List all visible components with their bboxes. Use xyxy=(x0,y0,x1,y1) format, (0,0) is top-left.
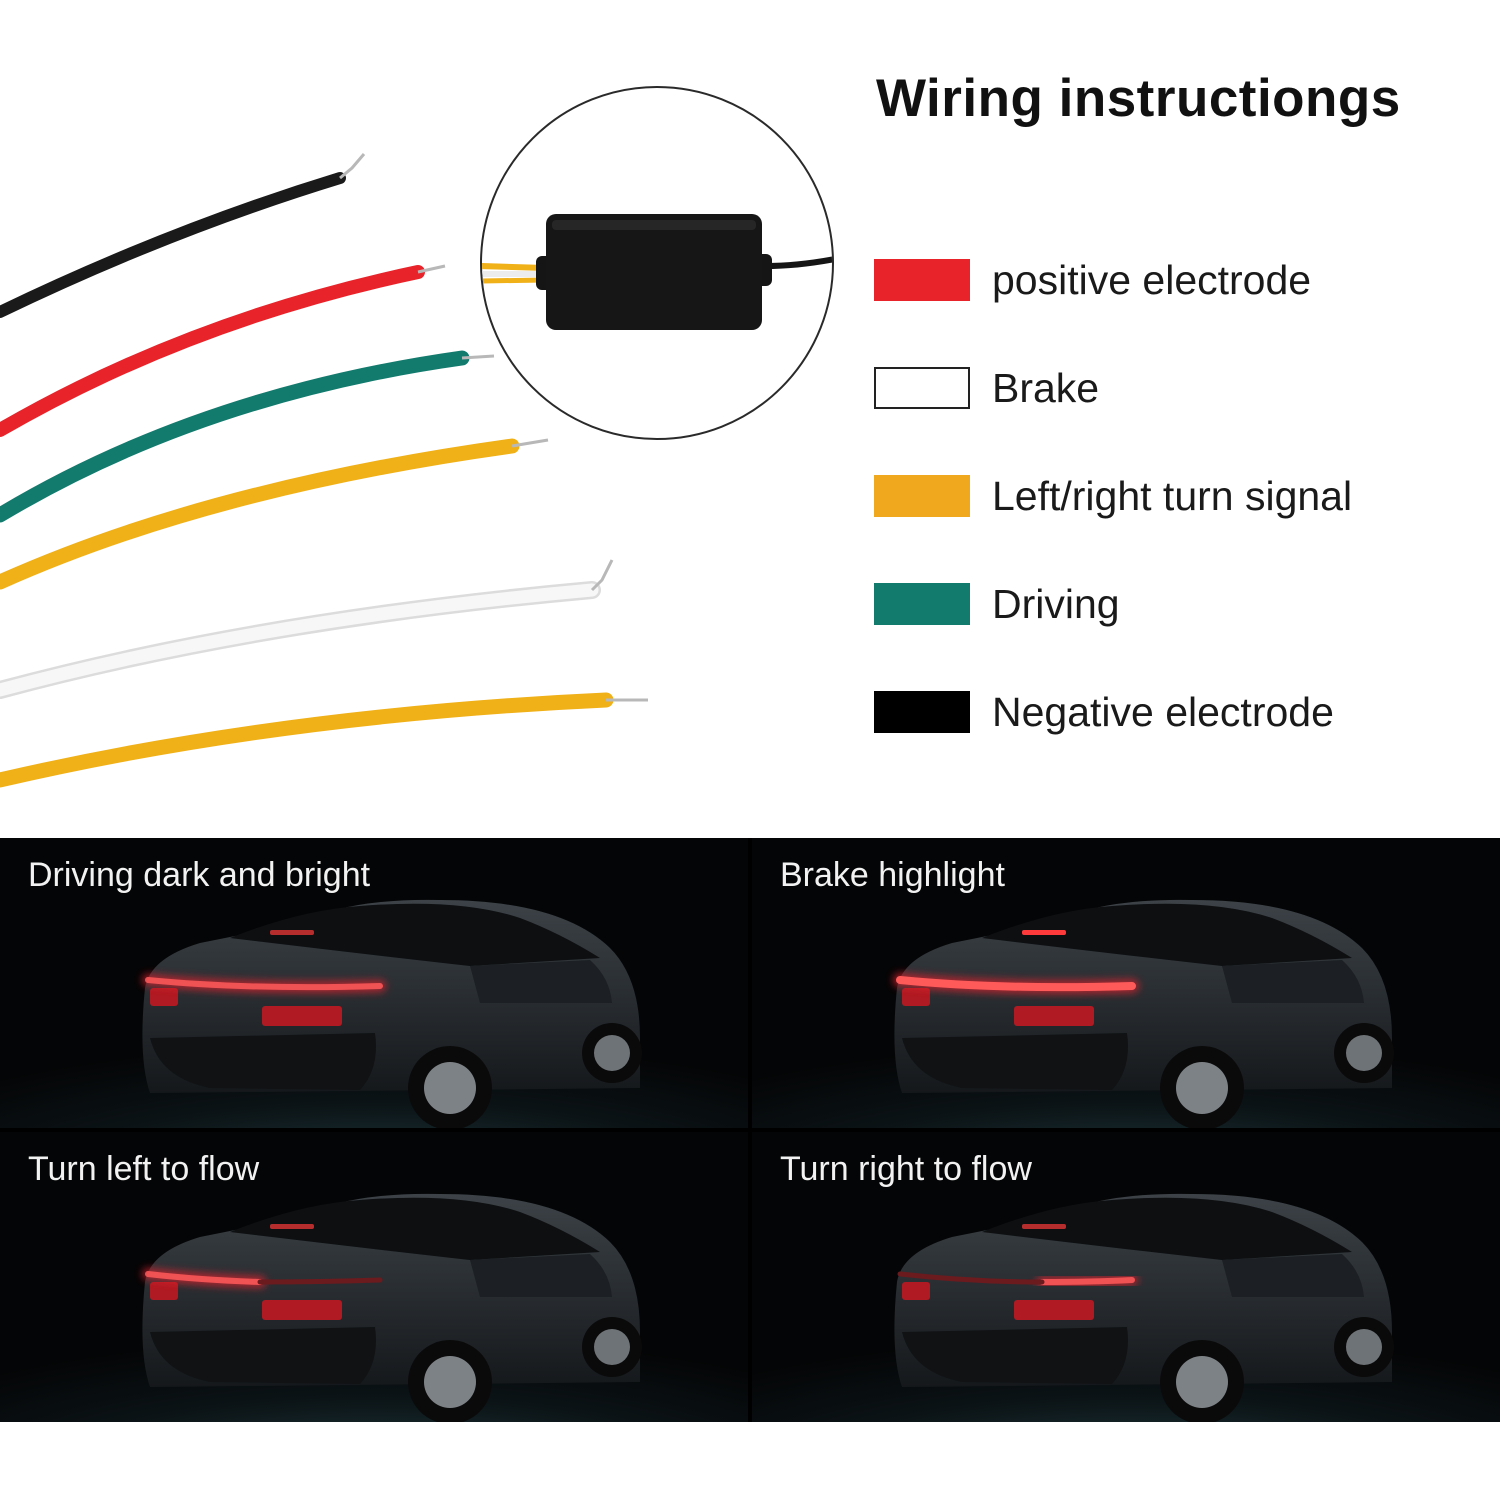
car-image xyxy=(0,1132,748,1422)
legend-swatch-white xyxy=(874,367,970,409)
legend-label: Brake xyxy=(992,364,1100,411)
car-image xyxy=(752,1132,1500,1422)
legend-swatch-yellow xyxy=(874,475,970,517)
panel-brake: Brake highlight xyxy=(752,838,1500,1128)
footer-space xyxy=(0,1422,1500,1500)
wiring-diagram-section: Wiring instructiongs positive electrode … xyxy=(0,69,1401,788)
legend-label: positive electrode xyxy=(992,256,1312,303)
legend-swatch-black xyxy=(874,691,970,733)
black-wire xyxy=(0,153,366,318)
panel-turn-left: Turn left to flow xyxy=(0,1132,748,1422)
legend-item-driving: Driving xyxy=(874,580,1120,627)
panel-turn-right: Turn right to flow xyxy=(752,1132,1500,1422)
controller-box-closeup xyxy=(480,86,834,440)
legend-label: Driving xyxy=(992,580,1120,627)
legend-swatch-green xyxy=(874,583,970,625)
legend-label: Left/right turn signal xyxy=(992,472,1353,519)
car-image xyxy=(0,838,748,1128)
car-image xyxy=(752,838,1500,1128)
legend-swatch-red xyxy=(874,259,970,301)
red-wire xyxy=(0,264,446,437)
green-wire xyxy=(0,350,495,523)
panel-driving: Driving dark and bright xyxy=(0,838,748,1128)
yellow-wire-lower xyxy=(0,692,648,788)
page-title: Wiring instructiongs xyxy=(876,69,1401,128)
panel-label: Turn left to flow xyxy=(28,1150,260,1188)
yellow-wire-upper xyxy=(0,438,549,590)
wires-illustration xyxy=(0,86,834,788)
legend-label: Negative electrode xyxy=(992,688,1334,735)
legend-item-brake: Brake xyxy=(874,364,1100,411)
white-wire xyxy=(0,559,614,699)
panel-label: Turn right to flow xyxy=(780,1150,1032,1188)
legend-item-positive: positive electrode xyxy=(874,256,1312,303)
panel-label: Brake highlight xyxy=(780,856,1005,894)
light-modes-section: Driving dark and bright Brake highlight … xyxy=(0,838,1500,1422)
legend-item-negative: Negative electrode xyxy=(874,688,1334,735)
legend-item-turn-signal: Left/right turn signal xyxy=(874,472,1353,519)
panel-label: Driving dark and bright xyxy=(28,856,371,894)
